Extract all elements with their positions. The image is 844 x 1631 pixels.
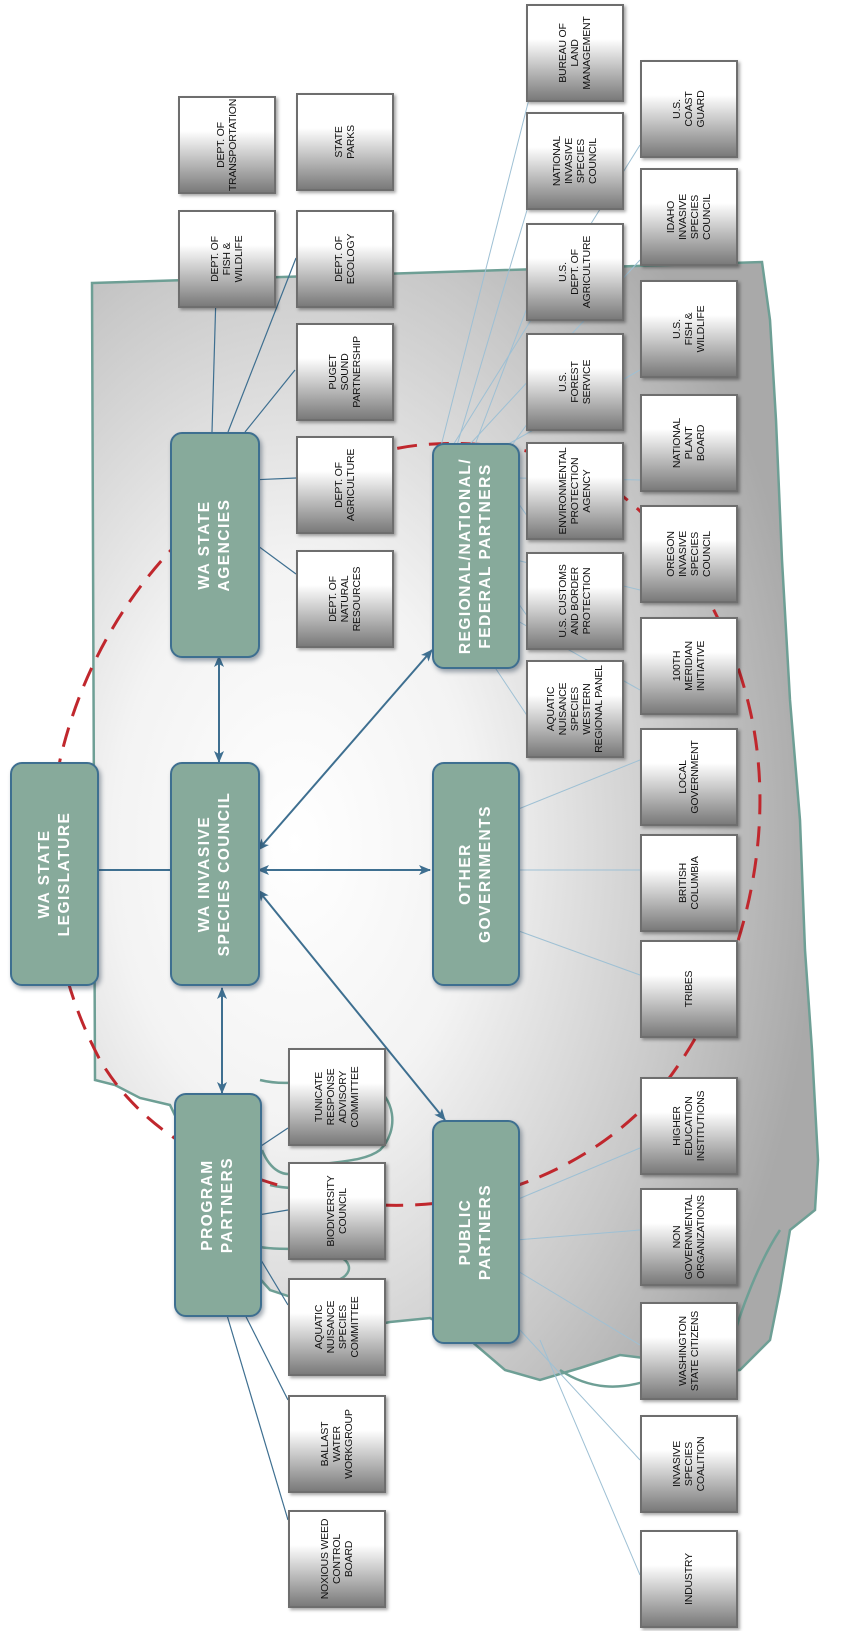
box-us-customs-and-border-protection[interactable]: U.S. CUSTOMS AND BORDER PROTECTION	[526, 552, 624, 650]
box-label: IDAHO INVASIVE SPECIES COUNCIL	[665, 193, 713, 241]
box-label: TRIBES	[683, 970, 695, 1008]
hub-wa-state-agencies[interactable]: WA STATE AGENCIES	[170, 432, 260, 658]
box-label: INDUSTRY	[683, 1553, 695, 1605]
box-label: U.S. COAST GUARD	[671, 90, 707, 128]
hub-label: WA STATE LEGISLATURE	[35, 811, 73, 937]
box-us-fish-and-wildlife[interactable]: U.S. FISH & WILDLIFE	[640, 280, 738, 378]
box-idaho-invasive-species-council[interactable]: IDAHO INVASIVE SPECIES COUNCIL	[640, 168, 738, 266]
box-aquatic-nuisance-species-western-regional-panel[interactable]: AQUATIC NUISANCE SPECIES WESTERN REGIONA…	[526, 660, 624, 758]
box-label: PUGET SOUND PARTNERSHIP	[327, 336, 363, 408]
box-label: 100TH MERIDIAN INITIATIVE	[671, 640, 707, 692]
box-label: ENVIRONMENTAL PROTECTION AGENCY	[557, 447, 593, 535]
box-label: NON GOVERNMENTAL ORGANIZATIONS	[671, 1194, 707, 1280]
box-us-dept-of-agriculture[interactable]: U.S. DEPT. OF AGRICULTURE	[526, 223, 624, 321]
box-higher-education-institutions[interactable]: HIGHER EDUCATION INSTITUTIONS	[640, 1077, 738, 1175]
other-government-connectors	[515, 759, 641, 976]
box-label: U.S. CUSTOMS AND BORDER PROTECTION	[557, 564, 593, 638]
box-biodiversity-council[interactable]: BIODIVERSITY COUNCIL	[288, 1162, 386, 1260]
box-industry[interactable]: INDUSTRY	[640, 1530, 738, 1628]
box-label: DEPT. OF ECOLOGY	[333, 233, 357, 285]
box-state-parks[interactable]: STATE PARKS	[296, 93, 394, 191]
public-partner-connectors	[515, 1147, 641, 1576]
box-dept-of-agriculture[interactable]: DEPT. OF AGRICULTURE	[296, 436, 394, 534]
box-label: DEPT. OF NATURAL RESOURCES	[327, 566, 363, 632]
box-label: NATIONAL INVASIVE SPECIES COUNCIL	[551, 135, 599, 187]
box-dept-of-fish-and-wildlife[interactable]: DEPT. OF FISH & WILDLIFE	[178, 210, 276, 308]
box-label: OREGON INVASIVE SPECIES COUNCIL	[665, 530, 713, 578]
box-label: LOCAL GOVERNMENT	[677, 740, 701, 814]
box-label: HIGHER EDUCATION INSTITUTIONS	[671, 1090, 707, 1162]
box-aquatic-nuisance-species-committee[interactable]: AQUATIC NUISANCE SPECIES COMMITTEE	[288, 1278, 386, 1376]
box-non-governmental-organizations[interactable]: NON GOVERNMENTAL ORGANIZATIONS	[640, 1188, 738, 1286]
box-label: BIODIVERSITY COUNCIL	[325, 1175, 349, 1247]
box-100th-meridian-initiative[interactable]: 100TH MERIDIAN INITIATIVE	[640, 617, 738, 715]
hub-label: OTHER GOVERNMENTS	[457, 805, 494, 943]
box-dept-of-ecology[interactable]: DEPT. OF ECOLOGY	[296, 210, 394, 308]
box-label: STATE PARKS	[333, 125, 357, 159]
box-oregon-invasive-species-council[interactable]: OREGON INVASIVE SPECIES COUNCIL	[640, 505, 738, 603]
hub-label: PROGRAM PARTNERS	[199, 1156, 236, 1254]
box-label: DEPT. OF TRANSPORTATION	[215, 98, 239, 192]
box-bureau-of-land-management[interactable]: BUREAU OF LAND MANAGEMENT	[526, 4, 624, 102]
box-label: U.S. FISH & WILDLIFE	[671, 305, 707, 353]
box-national-plant-board[interactable]: NATIONAL PLANT BOARD	[640, 394, 738, 492]
box-label: AQUATIC NUISANCE SPECIES WESTERN REGIONA…	[545, 665, 605, 753]
box-label: DEPT. OF AGRICULTURE	[333, 448, 357, 522]
box-label: NATIONAL PLANT BOARD	[671, 417, 707, 469]
hub-wa-invasive-species-council[interactable]: WA INVASIVE SPECIES COUNCIL	[170, 762, 260, 986]
box-label: INVASIVE SPECIES COALITION	[671, 1436, 707, 1492]
hub-label: WA INVASIVE SPECIES COUNCIL	[196, 791, 233, 957]
hub-other-governments[interactable]: OTHER GOVERNMENTS	[432, 762, 520, 986]
hub-wa-state-legislature[interactable]: WA STATE LEGISLATURE	[10, 762, 99, 986]
box-puget-sound-partnership[interactable]: PUGET SOUND PARTNERSHIP	[296, 323, 394, 421]
box-national-invasive-species-council[interactable]: NATIONAL INVASIVE SPECIES COUNCIL	[526, 112, 624, 210]
box-label: U.S. DEPT. OF AGRICULTURE	[557, 235, 593, 309]
box-label: DEPT. OF FISH & WILDLIFE	[209, 235, 245, 283]
box-label: BALLAST WATER WORKGROUP	[319, 1409, 355, 1479]
box-us-coast-guard[interactable]: U.S. COAST GUARD	[640, 60, 738, 158]
box-invasive-species-coalition[interactable]: INVASIVE SPECIES COALITION	[640, 1415, 738, 1513]
box-washington-state-citizens[interactable]: WASHINGTON STATE CITIZENS	[640, 1302, 738, 1400]
box-dept-of-transportation[interactable]: DEPT. OF TRANSPORTATION	[178, 96, 276, 194]
box-label: BRITISH COLUMBIA	[677, 856, 701, 910]
box-tribes[interactable]: TRIBES	[640, 940, 738, 1038]
box-tunicate-response-advisory-committee[interactable]: TUNICATE RESPONSE ADVISORY COMMITTEE	[288, 1048, 386, 1146]
box-us-forest-service[interactable]: U.S. FOREST SERVICE	[526, 333, 624, 431]
hub-label: WA STATE AGENCIES	[196, 498, 233, 592]
hub-public-partners[interactable]: PUBLIC PARTNERS	[432, 1120, 520, 1344]
hub-regional-national-federal-partners[interactable]: REGIONAL/NATIONAL/ FEDERAL PARTNERS	[432, 443, 520, 669]
hub-program-partners[interactable]: PROGRAM PARTNERS	[174, 1093, 262, 1317]
box-dept-of-natural-resources[interactable]: DEPT. OF NATURAL RESOURCES	[296, 550, 394, 648]
box-local-government[interactable]: LOCAL GOVERNMENT	[640, 728, 738, 826]
box-noxious-weed-control-board[interactable]: NOXIOUS WEED CONTROL BOARD	[288, 1510, 386, 1608]
box-label: BUREAU OF LAND MANAGEMENT	[557, 16, 593, 90]
hub-label: REGIONAL/NATIONAL/ FEDERAL PARTNERS	[457, 457, 494, 655]
box-label: WASHINGTON STATE CITIZENS	[677, 1310, 701, 1392]
box-label: TUNICATE RESPONSE ADVISORY COMMITTEE	[313, 1066, 361, 1128]
box-ballast-water-workgroup[interactable]: BALLAST WATER WORKGROUP	[288, 1395, 386, 1493]
box-label: U.S. FOREST SERVICE	[557, 359, 593, 405]
council-arrows	[97, 649, 446, 1121]
box-british-columbia[interactable]: BRITISH COLUMBIA	[640, 834, 738, 932]
box-label: NOXIOUS WEED CONTROL BOARD	[319, 1518, 355, 1600]
hub-label: PUBLIC PARTNERS	[457, 1183, 494, 1281]
box-environmental-protection-agency[interactable]: ENVIRONMENTAL PROTECTION AGENCY	[526, 442, 624, 540]
box-label: AQUATIC NUISANCE SPECIES COMMITTEE	[313, 1296, 361, 1358]
